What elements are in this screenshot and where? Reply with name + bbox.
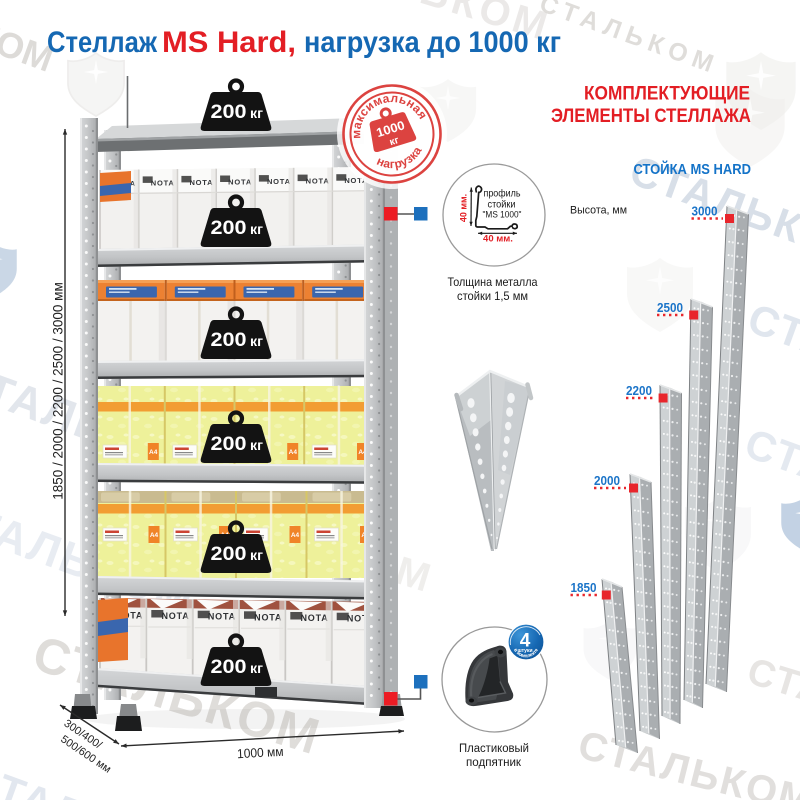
svg-text:200: 200 (211, 102, 247, 123)
svg-text:кг: кг (250, 221, 263, 237)
svg-text:NOTA: NOTA (189, 178, 213, 187)
svg-text:1850: 1850 (571, 580, 597, 595)
svg-text:NOTA: NOTA (306, 177, 330, 186)
svg-text:2500: 2500 (657, 300, 683, 315)
svg-text:NOTA: NOTA (208, 612, 236, 622)
svg-text:NOTA: NOTA (267, 177, 291, 186)
svg-text:профиль: профиль (484, 188, 521, 200)
svg-text:Толщина металла: Толщина металла (448, 275, 538, 289)
svg-text:1000 мм: 1000 мм (237, 744, 284, 761)
svg-text:штуки: штуки (517, 648, 532, 654)
svg-text:4: 4 (520, 631, 531, 652)
svg-text:NOTA: NOTA (347, 614, 375, 624)
svg-text:200: 200 (211, 330, 247, 351)
svg-text:A4: A4 (149, 449, 158, 456)
svg-text:в комплекте: в комплекте (512, 647, 540, 659)
svg-text:ЭЛЕМЕНТЫ СТЕЛЛАЖА: ЭЛЕМЕНТЫ СТЕЛЛАЖА (551, 105, 751, 127)
svg-text:A4: A4 (150, 532, 159, 539)
svg-text:Пластиковый: Пластиковый (459, 743, 529, 755)
svg-text:подпятник: подпятник (466, 757, 522, 769)
svg-text:200: 200 (211, 657, 247, 678)
svg-text:2200: 2200 (626, 383, 652, 398)
svg-text:40 мм.: 40 мм. (483, 234, 513, 245)
svg-text:200: 200 (211, 434, 247, 455)
svg-text:NOTA: NOTA (300, 613, 328, 623)
svg-text:NOTA: NOTA (254, 612, 282, 622)
svg-text:3000: 3000 (692, 204, 718, 219)
svg-text:СТОЙКА MS HARD: СТОЙКА MS HARD (634, 160, 752, 178)
svg-text:кг: кг (250, 660, 263, 676)
svg-text:A4: A4 (358, 449, 367, 456)
svg-text:200: 200 (211, 218, 247, 239)
svg-text:кг: кг (250, 437, 263, 453)
svg-text:КОМПЛЕКТУЮЩИЕ: КОМПЛЕКТУЮЩИЕ (584, 83, 750, 105)
svg-text:Стеллаж: Стеллаж (47, 26, 158, 59)
svg-text:нагрузка до 1000 кг: нагрузка до 1000 кг (304, 26, 561, 59)
svg-text:NOTA: NOTA (344, 176, 368, 185)
svg-text:A4: A4 (291, 532, 300, 539)
svg-text:NOTA: NOTA (151, 178, 175, 187)
svg-text:2000: 2000 (594, 473, 620, 488)
svg-text:стойки 1,5 мм: стойки 1,5 мм (457, 289, 528, 303)
svg-text:Высота, мм: Высота, мм (570, 205, 627, 217)
svg-text:NOTA: NOTA (228, 178, 252, 187)
svg-text:40 мм.: 40 мм. (459, 194, 469, 222)
svg-text:NOTA: NOTA (161, 611, 189, 621)
svg-text:кг: кг (250, 333, 263, 349)
svg-text:кг: кг (250, 547, 263, 563)
svg-text:стойки: стойки (488, 199, 516, 211)
svg-text:NOTA: NOTA (115, 610, 143, 620)
svg-text:MS Hard,: MS Hard, (162, 26, 296, 59)
svg-text:кг: кг (250, 105, 263, 121)
svg-text:1850 / 2000 / 2200 / 2500 / 30: 1850 / 2000 / 2200 / 2500 / 3000 мм (51, 282, 66, 499)
svg-text:A4: A4 (289, 449, 298, 456)
svg-text:200: 200 (211, 544, 247, 565)
svg-text:"MS 1000": "MS 1000" (483, 210, 522, 221)
svg-text:кг: кг (388, 135, 400, 148)
